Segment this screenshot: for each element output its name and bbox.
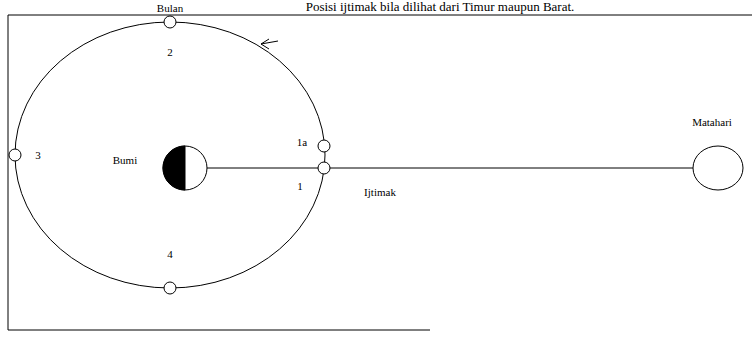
- moon-circle: [318, 162, 330, 174]
- title: Posisi ijtimak bila dilihat dari Timur m…: [306, 0, 575, 13]
- moon-circle: [164, 282, 176, 294]
- callout-number: 4: [167, 248, 173, 260]
- moon-circle: [9, 149, 21, 161]
- frame-line: [8, 330, 430, 331]
- moon-orbit: [15, 22, 325, 288]
- frame-line: [8, 15, 752, 16]
- callout-number: 1a: [297, 136, 307, 148]
- object-label: Bulan: [157, 2, 183, 14]
- callout-number: 3: [35, 149, 41, 161]
- orbit-arrow: [261, 41, 278, 44]
- earth-circle: [163, 146, 207, 190]
- moon-circle: [164, 16, 176, 28]
- object-label: Ijtimak: [364, 186, 396, 198]
- frame-line: [8, 15, 9, 330]
- earth-sun-line: [185, 168, 693, 169]
- callout-number: 1: [297, 180, 303, 192]
- moon-circle: [318, 140, 330, 152]
- callout-number: 2: [167, 46, 173, 58]
- earth-night-side: [163, 146, 185, 190]
- sun-circle: [693, 146, 743, 190]
- object-label: Matahari: [692, 116, 732, 128]
- object-label: Bumi: [113, 154, 137, 166]
